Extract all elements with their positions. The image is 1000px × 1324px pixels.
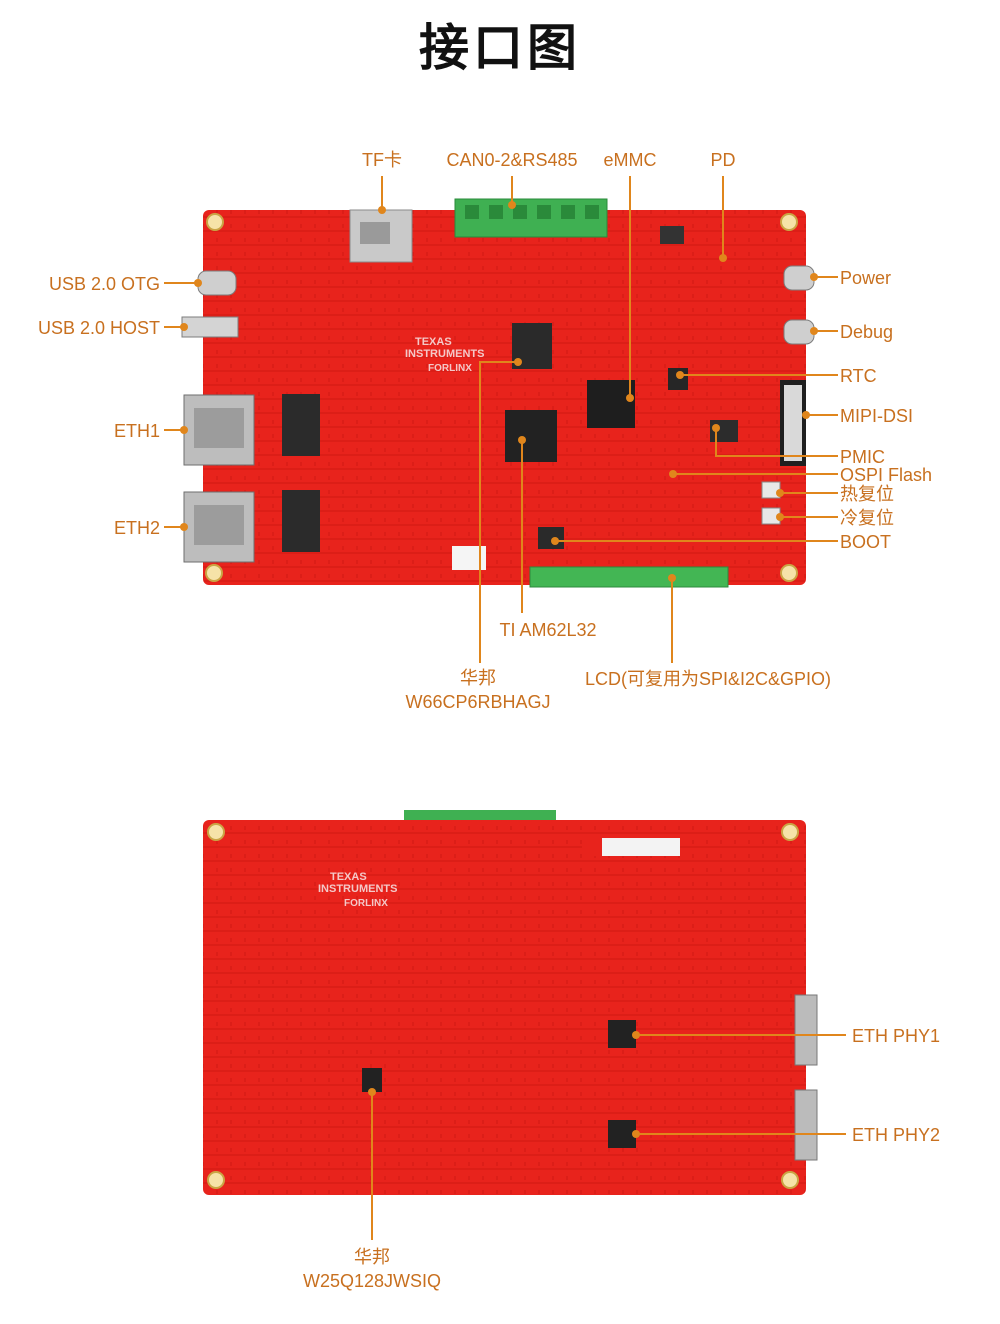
soc-chip: [505, 410, 557, 462]
bottom-board: TEXAS INSTRUMENTS FORLINX: [203, 810, 818, 1195]
label-eth2: ETH2: [114, 518, 160, 538]
label-ddr-part: W66CP6RBHAGJ: [405, 692, 550, 712]
label-soc: TI AM62L32: [499, 620, 596, 640]
label-debug: Debug: [840, 322, 893, 342]
label-ospi-flash: OSPI Flash: [840, 465, 932, 485]
label-tf-card: TF卡: [362, 150, 402, 170]
label-emmc: eMMC: [604, 150, 657, 170]
label-rtc: RTC: [840, 366, 877, 386]
bottom-board-pcb: [203, 820, 806, 1195]
bottom-ti-logo-line2: INSTRUMENTS: [318, 883, 397, 895]
page-title: 接口图: [419, 19, 581, 77]
label-flash-part: W25Q128JWSIQ: [303, 1271, 441, 1291]
ti-logo-line1: TEXAS: [415, 336, 452, 348]
lcd-header: [529, 566, 729, 588]
label-cold-reset: 冷复位: [840, 508, 894, 528]
label-boot: BOOT: [840, 532, 891, 552]
label-hot-reset: 热复位: [840, 484, 894, 504]
ti-logo-line2: INSTRUMENTS: [405, 348, 484, 360]
label-lcd: LCD(可复用为SPI&I2C&GPIO): [585, 669, 831, 689]
mounting-holes-top: [205, 213, 798, 582]
label-ddr-vendor: 华邦: [460, 668, 496, 688]
eth2-magnetics: [282, 490, 320, 552]
bottom-eth1-edge: [794, 994, 818, 1066]
usb-host-port: [181, 316, 239, 338]
can-terminal: [454, 198, 608, 238]
boot-switch: [538, 527, 564, 549]
label-pd: PD: [710, 150, 735, 170]
rtc-chip: [668, 368, 688, 390]
label-eth-phy1: ETH PHY1: [852, 1026, 940, 1046]
spi-flash-chip: [362, 1068, 382, 1092]
bottom-callout-dots: [368, 1031, 640, 1138]
bottom-ti-logo-line1: TEXAS: [330, 871, 367, 883]
label-flash-vendor: 华邦: [354, 1247, 390, 1267]
mounting-holes-bottom: [207, 823, 799, 1189]
debug-port: [783, 319, 815, 345]
bottom-forlinx-logo: FORLINX: [344, 898, 388, 909]
power-port: [783, 265, 815, 291]
label-pmic: PMIC: [840, 447, 885, 467]
label-power: Power: [840, 268, 891, 288]
top-board-pcb: [203, 210, 806, 585]
forlinx-logo: FORLINX: [428, 363, 472, 374]
tf-slot-inner: [360, 222, 390, 244]
bottom-callout-lines: [371, 1034, 846, 1240]
bottom-sticker: [582, 838, 680, 856]
label-usb-host: USB 2.0 HOST: [38, 318, 160, 338]
label-eth-phy2: ETH PHY2: [852, 1125, 940, 1145]
label-eth1: ETH1: [114, 421, 160, 441]
phy1-chip: [608, 1020, 636, 1048]
top-callout-dots: [180, 201, 818, 582]
top-board: TEXAS INSTRUMENTS FORLINX: [181, 198, 815, 588]
label-mipi-dsi: MIPI-DSI: [840, 406, 913, 426]
pd-chip: [660, 226, 684, 244]
phy2-chip: [608, 1120, 636, 1148]
label-usb-otg: USB 2.0 OTG: [49, 274, 160, 294]
label-can-rs485: CAN0-2&RS485: [446, 150, 577, 170]
emmc-chip: [587, 380, 635, 428]
usb-otg-port: [197, 270, 237, 296]
bottom-eth2-edge: [794, 1089, 818, 1161]
eth1-magnetics: [282, 394, 320, 456]
top-callout-lines: [164, 176, 838, 663]
